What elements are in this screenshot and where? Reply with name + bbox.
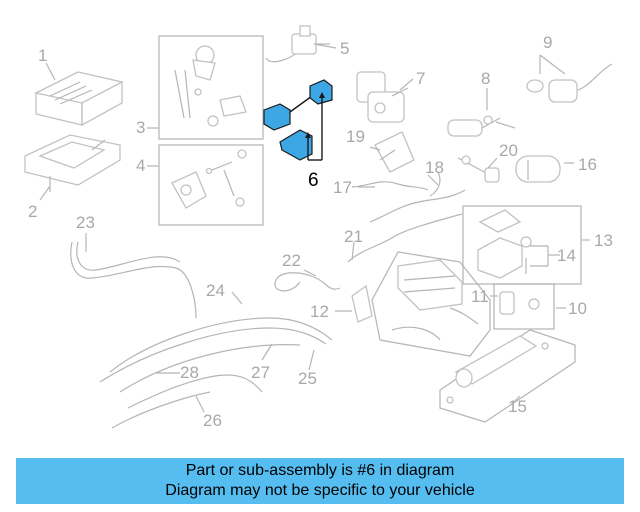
callout-3: 3	[136, 118, 145, 137]
key-part-8	[447, 115, 516, 137]
pump-part-7	[356, 71, 409, 123]
info-banner: Part or sub-assembly is #6 in diagram Di…	[16, 458, 624, 504]
group-box-4	[158, 144, 264, 226]
callout-10: 10	[568, 299, 587, 318]
connector-part-5	[265, 25, 330, 63]
height-sensor-assembly	[174, 45, 247, 127]
pipe-part-23	[70, 241, 197, 319]
bracket-part-12	[351, 284, 373, 323]
callout-21: 21	[344, 227, 363, 246]
callout-23: 23	[76, 213, 95, 232]
switch-part-9	[526, 63, 613, 103]
callout-28: 28	[180, 363, 199, 382]
group-box-10	[493, 283, 555, 330]
line-part-22	[274, 272, 341, 292]
harness-bracket	[279, 129, 313, 161]
callout-20: 20	[499, 141, 518, 160]
banner-line-disclaimer: Diagram may not be specific to your vehi…	[165, 482, 475, 499]
module-bracket-part	[24, 134, 121, 192]
callout-27: 27	[251, 363, 270, 382]
callout-1: 1	[38, 46, 47, 65]
sensor-bracket-assembly	[171, 149, 247, 209]
pipe-part-24	[109, 317, 333, 373]
callout-8: 8	[481, 69, 490, 88]
callout-11: 11	[471, 287, 489, 306]
cylinder-part-16	[515, 155, 561, 183]
callout-25: 25	[298, 369, 317, 388]
callout-19: 19	[346, 127, 365, 146]
harness-connector-left	[263, 103, 291, 131]
line-part-21	[369, 189, 466, 223]
callout-9: 9	[543, 33, 552, 52]
harness-connector-right	[309, 79, 333, 105]
leader-lines	[39, 43, 590, 413]
tank-part-15	[446, 335, 549, 404]
line-part-21b	[347, 213, 463, 263]
callout-14: 14	[557, 246, 576, 265]
callout-18: 18	[425, 158, 444, 177]
callout-6: 6	[308, 170, 319, 191]
callout-22: 22	[282, 251, 301, 270]
sensor-harness-part-6	[263, 79, 333, 161]
banner-line-part-number: Part or sub-assembly is #6 in diagram	[185, 462, 455, 479]
line-part-17	[351, 181, 429, 191]
callout-24: 24	[206, 281, 225, 300]
callout-15: 15	[508, 397, 527, 416]
callout-26: 26	[203, 411, 222, 430]
pipe-part-26	[111, 391, 211, 429]
compressor-assembly	[391, 259, 479, 341]
pipe-part-28	[127, 374, 263, 409]
callout-16: 16	[578, 155, 597, 174]
bracket-part-19	[374, 131, 415, 173]
sensor-part-20	[457, 155, 500, 183]
pipe-part-24b	[99, 327, 327, 383]
group-box-3	[158, 35, 264, 140]
callout-12: 12	[310, 302, 329, 321]
line-part-18	[429, 171, 441, 197]
callout-2: 2	[28, 202, 37, 221]
callout-13: 13	[594, 231, 613, 250]
callout-5: 5	[340, 39, 349, 58]
callout-17: 17	[333, 178, 352, 197]
valve-block-part-13	[477, 209, 532, 279]
control-module-part	[34, 71, 124, 126]
pipe-part-23b	[76, 241, 181, 271]
callout-4: 4	[136, 156, 145, 175]
fitting-part-10	[499, 291, 540, 315]
pipe-part-27	[119, 344, 301, 393]
harness-wire	[289, 95, 313, 113]
callout-7: 7	[416, 69, 425, 88]
group-box-compressor	[371, 251, 491, 357]
group-box-15	[439, 329, 576, 423]
